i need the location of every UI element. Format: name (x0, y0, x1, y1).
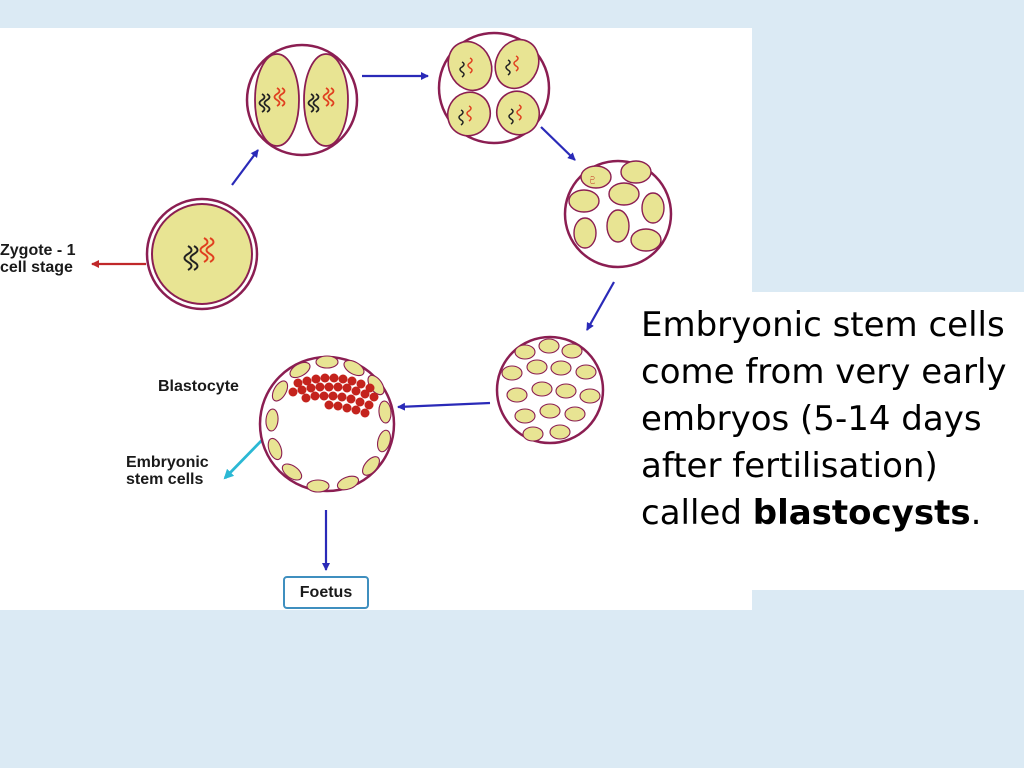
four-cell-stage (437, 31, 551, 145)
diagram-panel (0, 28, 752, 610)
embryonic-stem-cells-label: Embryonic stem cells (126, 454, 209, 488)
zygote-stage (145, 197, 259, 311)
eight-cell-stage: ဥ (563, 159, 673, 269)
caption-end: . (970, 493, 982, 533)
arrow-8cell-to-morula (586, 281, 615, 331)
inner-cell-mass (288, 373, 379, 418)
svg-text:ဥ: ဥ (590, 173, 595, 184)
caption-panel (630, 292, 1024, 590)
morula-stage (495, 335, 605, 445)
caption-body: Embryonic stem cells come from very earl… (641, 305, 1007, 533)
stage-arrows (91, 72, 615, 571)
blastocyte-label: Blastocyte (158, 378, 239, 395)
caption-keyword: blastocysts (752, 493, 971, 533)
arrow-4cell-to-8cell (540, 126, 576, 161)
zygote-label: Zygote - 1 cell stage (0, 242, 76, 276)
foetus-box: Foetus (283, 576, 369, 609)
caption-text: Embryonic stem cells come from very earl… (641, 302, 1021, 537)
chromosome-icon (183, 237, 215, 271)
blastocyst-stage (258, 355, 396, 493)
arrow-morula-to-blastocyst (397, 401, 491, 411)
two-cell-stage (245, 43, 359, 157)
arrow-zygote-to-2cell (231, 149, 259, 186)
